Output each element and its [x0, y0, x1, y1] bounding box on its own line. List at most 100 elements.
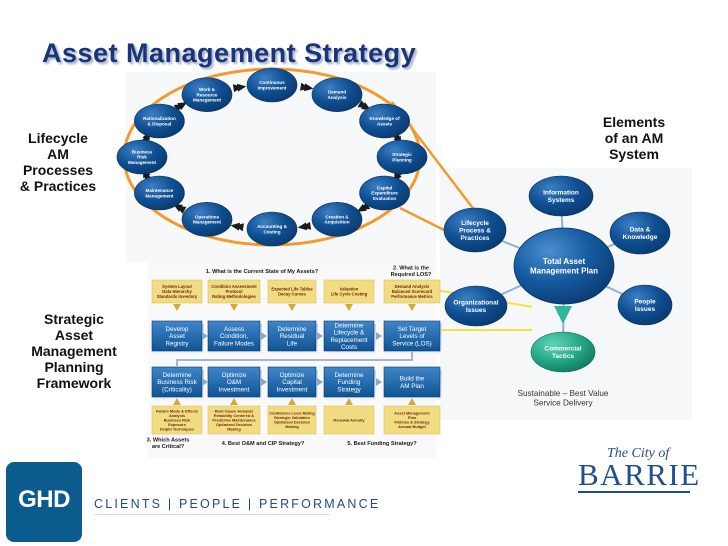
footer: [0, 462, 728, 546]
element-node: Data &Knowledge: [609, 211, 671, 255]
right-arrow: [317, 378, 323, 386]
right-arrow: [202, 378, 208, 386]
framework-row1-box: [383, 320, 441, 352]
element-node-shape: [609, 211, 671, 255]
framework-row1-box: [151, 320, 203, 352]
framework-question: 1. What is the Current State of My Asset…: [206, 269, 319, 275]
city-prefix: The City of: [607, 446, 670, 461]
ghd-logo: [6, 462, 82, 542]
down-arrow: [345, 304, 353, 311]
right-arrow: [317, 332, 323, 340]
element-node-shape: [617, 284, 673, 326]
down-arrow: [408, 304, 416, 311]
element-center-shape: [513, 227, 615, 305]
framework-row1-box: [267, 320, 317, 352]
cycle-node-shape: [181, 77, 233, 112]
framework-diagram: 1. What is the Current State of My Asset…: [147, 266, 442, 450]
cycle-arrow: [297, 222, 308, 231]
up-arrow: [345, 398, 353, 405]
cycle-arrow: [304, 83, 314, 92]
lifecycle-label: Lifecycle AM Processes & Practices: [19, 130, 97, 194]
elements-label: Elements of an AM System: [602, 114, 666, 162]
cycle-node-label: Accounting &Costing: [257, 224, 288, 234]
element-node-shape: [444, 285, 508, 327]
down-arrow: [173, 304, 181, 311]
page-title: Asset Management Strategy: [42, 38, 417, 68]
cycle-node-shape: [134, 103, 185, 139]
element-node-shape: [530, 331, 596, 373]
cycle-node-shape: [246, 67, 298, 103]
framework-row2-box: [151, 366, 203, 398]
ghd-logo-text: GHD: [18, 486, 70, 513]
up-arrow: [288, 398, 296, 405]
right-arrow: [261, 378, 267, 386]
element-node-shape: [443, 207, 507, 253]
footer-tagline: CLIENTS | PEOPLE | PERFORMANCE: [94, 497, 381, 511]
cycle-node-shape: [116, 139, 168, 175]
right-arrow: [376, 332, 382, 340]
framework-top-note: [323, 279, 375, 304]
right-arrow: [202, 332, 208, 340]
cycle-arrow: [177, 102, 188, 111]
down-arrow: [230, 304, 238, 311]
framework-bottom-note-label: Renewal Annuity: [333, 417, 365, 422]
framework-bottom-note: [207, 405, 261, 435]
framework-bottom-note: [323, 405, 375, 435]
cycle-node-shape: [376, 139, 428, 175]
cycle-node-shape: [311, 77, 363, 112]
framework-row2-box: [383, 366, 441, 398]
cycle-node-shape: [181, 202, 233, 237]
city-underline: [578, 491, 690, 493]
framework-row2-box: [323, 366, 375, 398]
cycle-node-shape: [359, 175, 410, 211]
framework-row2-box: [267, 366, 317, 398]
framework-row2-box: [207, 366, 261, 398]
strategic-label: Strategic Asset Management Planning Fram…: [31, 311, 117, 391]
up-arrow: [230, 398, 238, 405]
cycle-node: Rationalization& Disposal: [134, 103, 185, 139]
framework-row1-box: [323, 320, 375, 352]
cycle-node-shape: [359, 103, 410, 139]
framework-top-note: [151, 279, 203, 304]
element-node-shape: [528, 175, 594, 217]
element-node-label: Data &Knowledge: [623, 227, 658, 241]
